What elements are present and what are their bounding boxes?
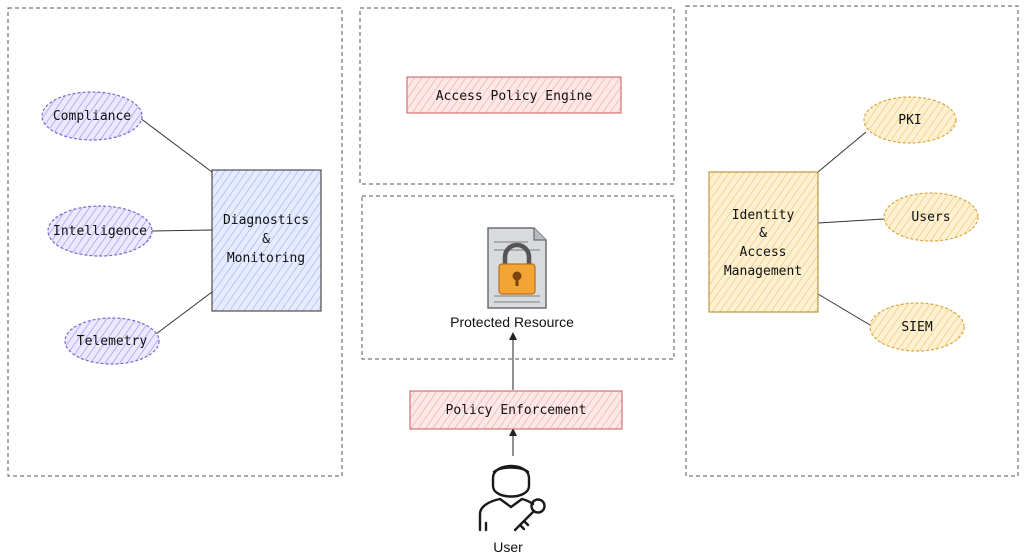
node-telemetry: Telemetry	[64, 317, 160, 365]
node-siem: SIEM	[869, 302, 965, 352]
connector-compliance	[139, 117, 213, 173]
policy-enforcement-box: Policy Enforcement	[409, 390, 623, 430]
right-panel-frame	[685, 5, 1019, 477]
identity-access-management-box: Identity & Access Management	[708, 171, 819, 313]
node-users-label: Users	[911, 210, 950, 225]
user-label: User	[493, 539, 523, 555]
diagnostics-monitoring-label-line-3: Monitoring	[227, 251, 305, 266]
connector-telemetry	[155, 291, 213, 335]
diagnostics-monitoring-label-line-1: Diagnostics	[223, 213, 309, 228]
connector-siem	[817, 293, 871, 326]
locked-document-icon	[487, 227, 547, 309]
access-policy-engine-label: Access Policy Engine	[436, 89, 593, 104]
connector-intelligence	[151, 229, 213, 232]
node-compliance-label: Compliance	[53, 109, 131, 124]
iam-label-line-1: Identity	[732, 208, 795, 223]
node-pki: PKI	[863, 96, 957, 144]
protected-resource-label: Protected Resource	[450, 314, 574, 330]
user-with-key-icon	[478, 464, 546, 532]
access-policy-engine-box: Access Policy Engine	[406, 76, 622, 114]
iam-label-line-2: &	[759, 226, 767, 241]
resource-panel-frame	[361, 195, 675, 360]
connector-users	[817, 218, 885, 224]
diagnostics-monitoring-label-line-2: &	[262, 232, 270, 247]
node-compliance: Compliance	[41, 91, 143, 141]
iam-label-line-4: Management	[724, 264, 802, 279]
node-pki-label: PKI	[898, 113, 921, 128]
node-siem-label: SIEM	[901, 320, 932, 335]
left-panel-frame	[7, 7, 343, 477]
diagnostics-monitoring-box: Diagnostics & Monitoring	[211, 169, 322, 312]
policy-enforcement-label: Policy Enforcement	[446, 403, 587, 418]
node-telemetry-label: Telemetry	[77, 334, 148, 349]
node-users: Users	[883, 192, 979, 242]
policy-engine-panel-frame	[359, 7, 675, 185]
iam-label-line-3: Access	[740, 245, 787, 260]
node-intelligence-label: Intelligence	[53, 224, 147, 239]
connector-pki	[817, 131, 867, 173]
node-intelligence: Intelligence	[47, 205, 153, 257]
